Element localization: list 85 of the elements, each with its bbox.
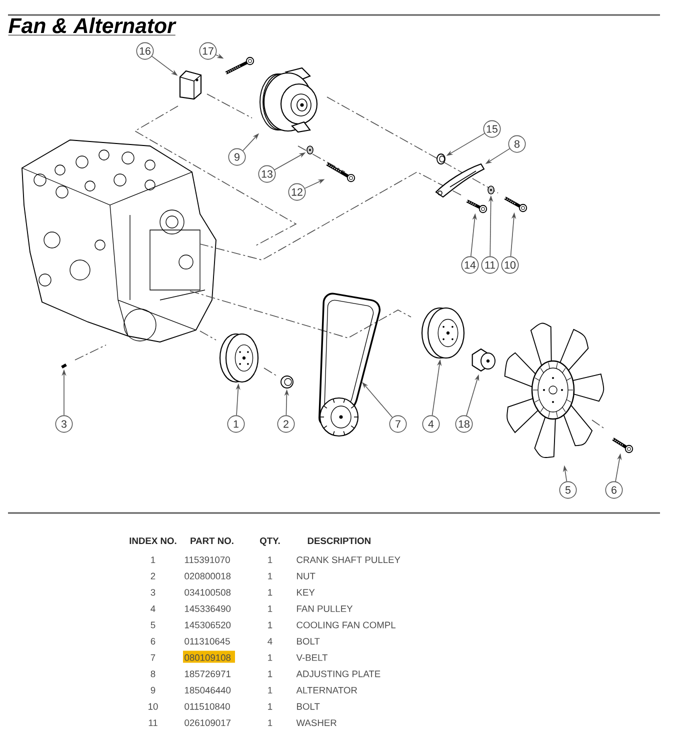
table-cell: 034100508 <box>184 589 231 596</box>
table-cell: 011310645 <box>184 638 230 645</box>
callout-number: 12 <box>288 183 306 201</box>
table-cell: 145306520 <box>184 622 231 628</box>
table-cell: 1 <box>268 654 272 661</box>
table-cell: 1 <box>268 703 272 710</box>
callout-number: 5 <box>559 481 577 499</box>
table-cell: 020800018 <box>184 572 231 580</box>
table-cell: 5 <box>150 622 156 628</box>
nut-drawing <box>436 154 446 164</box>
callout-number: 3 <box>55 415 73 433</box>
washer-drawing <box>488 186 494 194</box>
table-cell: 1 <box>268 686 272 694</box>
table-cell: CRANK SHAFT PULLEY <box>296 556 400 564</box>
table-cell: 1 <box>268 720 272 726</box>
table-cell: 4 <box>268 638 272 644</box>
callout-number: 8 <box>508 135 526 153</box>
table-cell: WASHER <box>296 720 336 726</box>
pulley-drawing <box>421 307 465 359</box>
v-belt-drawing <box>318 292 381 437</box>
table-cell: 11 <box>148 720 158 726</box>
table-cell: COOLING FAN COMPL <box>296 622 396 628</box>
bolt-drawing <box>225 56 254 74</box>
bolt-drawing <box>466 200 488 214</box>
table-cell: 10 <box>148 703 158 710</box>
table-cell: NUT <box>297 572 316 580</box>
callout-number: 1 <box>227 415 245 433</box>
highlighted-cell: 080109108 <box>183 650 235 663</box>
table-cell: ALTERNATOR <box>296 686 358 694</box>
bolt-drawing <box>504 196 528 212</box>
table-cell: 026109017 <box>184 720 230 726</box>
table-cell: 7 <box>150 654 156 661</box>
table-cell: KEY <box>297 589 315 596</box>
bolt-drawing <box>326 162 356 182</box>
column-header: DESCRIPTION <box>308 538 370 544</box>
table-cell: 185726971 <box>184 670 230 678</box>
callout-number: 13 <box>258 165 276 183</box>
table-cell: 011510840 <box>184 703 230 710</box>
table-cell: 145336490 <box>184 605 231 612</box>
table-cell: 1 <box>151 556 156 563</box>
bolt-drawing <box>612 438 634 454</box>
table-cell: 3 <box>150 589 156 596</box>
table-cell: BOLT <box>297 703 320 710</box>
title: Fan & Alternator <box>8 18 176 36</box>
callout-number: 16 <box>136 42 154 60</box>
table-cell: 1 <box>268 572 272 580</box>
callout-number: 10 <box>501 256 519 274</box>
table-cell: 1 <box>268 556 272 563</box>
callout-number: 7 <box>389 415 407 433</box>
bracket-drawing <box>179 70 202 100</box>
pulley-drawing <box>219 333 259 383</box>
table-cell: FAN PULLEY <box>297 605 353 612</box>
callout-number: 15 <box>483 120 501 138</box>
callout-number: 9 <box>228 148 246 166</box>
callout-number: 4 <box>422 415 440 433</box>
table-cell: ADJUSTING PLATE <box>296 670 380 678</box>
callout-number: 17 <box>199 42 217 60</box>
washer-drawing <box>306 146 314 154</box>
key-drawing <box>61 363 67 369</box>
table-cell: 1 <box>268 670 272 678</box>
table-cell: 1 <box>268 589 272 596</box>
fan-drawing <box>504 322 604 458</box>
table-cell: 9 <box>150 686 156 694</box>
table-cell: 1 <box>268 605 272 612</box>
nut-drawing <box>280 376 294 388</box>
table-cell: 6 <box>150 638 156 645</box>
callout-number: 11 <box>481 256 499 274</box>
column-header: PART NO. <box>190 538 234 544</box>
callout-number: 18 <box>455 415 473 433</box>
table-cell: V-BELT <box>296 654 328 661</box>
table-cell: 1 <box>268 622 272 628</box>
alternator-drawing <box>260 67 318 133</box>
table-cell: 185046440 <box>184 686 231 694</box>
table-cell: 2 <box>150 572 156 580</box>
table-cell: 4 <box>150 605 156 612</box>
hub-drawing <box>472 348 496 372</box>
callout-number: 6 <box>605 481 623 499</box>
table-cell: 115391070 <box>184 556 230 564</box>
callout-number: 14 <box>461 256 479 274</box>
callout-number: 2 <box>277 415 295 433</box>
table-cell: 8 <box>150 670 156 678</box>
column-header: INDEX NO. <box>130 538 176 544</box>
adjusting-plate-drawing <box>435 163 485 198</box>
column-header: QTY. <box>260 538 280 546</box>
table-cell: BOLT <box>297 638 320 645</box>
